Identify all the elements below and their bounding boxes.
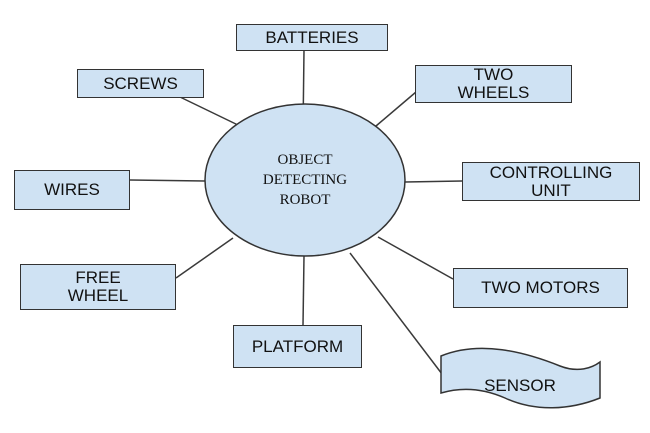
node-controlling-unit: CONTROLLING UNIT — [462, 162, 640, 201]
node-platform: PLATFORM — [233, 325, 362, 368]
connector-sensor — [349, 252, 443, 375]
connector-controlling-unit — [404, 180, 463, 183]
connector-two-wheels — [375, 91, 417, 127]
node-wires: WIRES — [14, 170, 130, 210]
node-two-wheels: TWO WHEELS — [415, 65, 572, 103]
connector-free-wheel — [175, 237, 234, 279]
connector-two-motors — [377, 236, 454, 280]
connector-screws — [179, 96, 241, 127]
sensor-node-shape — [440, 347, 601, 409]
node-screws: SCREWS — [77, 69, 204, 98]
node-sensor-label: SENSOR — [484, 376, 556, 395]
node-free-wheel: FREE WHEEL — [20, 264, 176, 310]
center-node-label: OBJECT DETECTING ROBOT — [262, 152, 348, 208]
center-node-ellipse — [204, 103, 406, 257]
node-two-motors: TWO MOTORS — [453, 268, 628, 308]
node-batteries: BATTERIES — [236, 24, 388, 51]
connector-wires — [129, 179, 206, 182]
connector-platform — [302, 255, 305, 326]
